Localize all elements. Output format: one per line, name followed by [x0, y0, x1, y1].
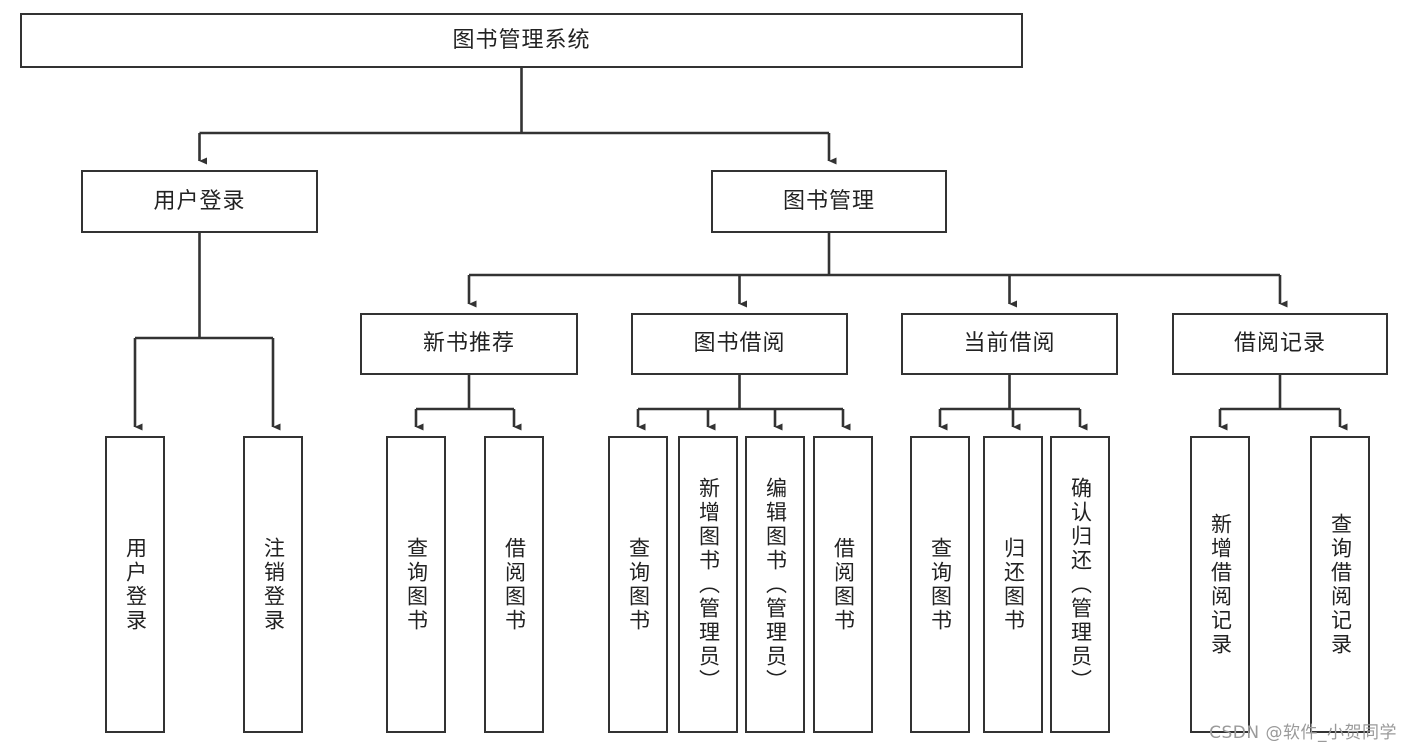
node-l-bbook1[interactable]: 借阅图书	[484, 436, 544, 733]
node-label-newbooks: 新书推荐	[422, 331, 515, 357]
node-current[interactable]: 当前借阅	[901, 313, 1118, 375]
node-label-l-addrec: 新增借阅记录	[1208, 512, 1233, 657]
node-label-l-qbook2: 查询图书	[626, 536, 651, 633]
csdn-watermark: CSDN @软件_小贺同学	[1209, 723, 1397, 743]
node-label-l-logout: 注销登录	[261, 536, 286, 633]
node-l-addrec[interactable]: 新增借阅记录	[1190, 436, 1250, 733]
node-l-addbook[interactable]: 新增图书（管理员）	[678, 436, 738, 733]
node-label-l-qbook1: 查询图书	[404, 536, 429, 633]
node-bookmgmt[interactable]: 图书管理	[711, 170, 947, 233]
node-label-borrow: 图书借阅	[693, 331, 786, 357]
node-l-qryrec[interactable]: 查询借阅记录	[1310, 436, 1370, 733]
node-l-confirm[interactable]: 确认归还（管理员）	[1050, 436, 1110, 733]
node-label-l-editbook: 编辑图书（管理员）	[763, 476, 788, 693]
node-login[interactable]: 用户登录	[81, 170, 318, 233]
node-label-records: 借阅记录	[1233, 331, 1326, 357]
node-label-l-bbook1: 借阅图书	[502, 536, 527, 633]
node-label-l-addbook: 新增图书（管理员）	[696, 476, 721, 693]
node-label-bookmgmt: 图书管理	[782, 188, 875, 214]
node-label-current: 当前借阅	[963, 331, 1056, 357]
node-l-editbook[interactable]: 编辑图书（管理员）	[745, 436, 805, 733]
node-label-login: 用户登录	[153, 188, 246, 214]
node-l-qbook2[interactable]: 查询图书	[608, 436, 668, 733]
node-newbooks[interactable]: 新书推荐	[360, 313, 578, 375]
node-l-qbook1[interactable]: 查询图书	[386, 436, 446, 733]
node-label-root: 图书管理系统	[452, 27, 591, 53]
node-label-l-qryrec: 查询借阅记录	[1328, 512, 1353, 657]
node-borrow[interactable]: 图书借阅	[631, 313, 848, 375]
node-l-login[interactable]: 用户登录	[105, 436, 165, 733]
node-l-qbook3[interactable]: 查询图书	[910, 436, 970, 733]
node-label-l-qbook3: 查询图书	[928, 536, 953, 633]
node-l-return[interactable]: 归还图书	[983, 436, 1043, 733]
node-label-l-return: 归还图书	[1001, 536, 1026, 633]
node-root[interactable]: 图书管理系统	[20, 13, 1023, 68]
node-records[interactable]: 借阅记录	[1172, 313, 1388, 375]
node-l-bbook2[interactable]: 借阅图书	[813, 436, 873, 733]
node-label-l-confirm: 确认归还（管理员）	[1068, 476, 1093, 693]
node-label-l-login: 用户登录	[123, 536, 148, 633]
node-l-logout[interactable]: 注销登录	[243, 436, 303, 733]
node-label-l-bbook2: 借阅图书	[831, 536, 856, 633]
